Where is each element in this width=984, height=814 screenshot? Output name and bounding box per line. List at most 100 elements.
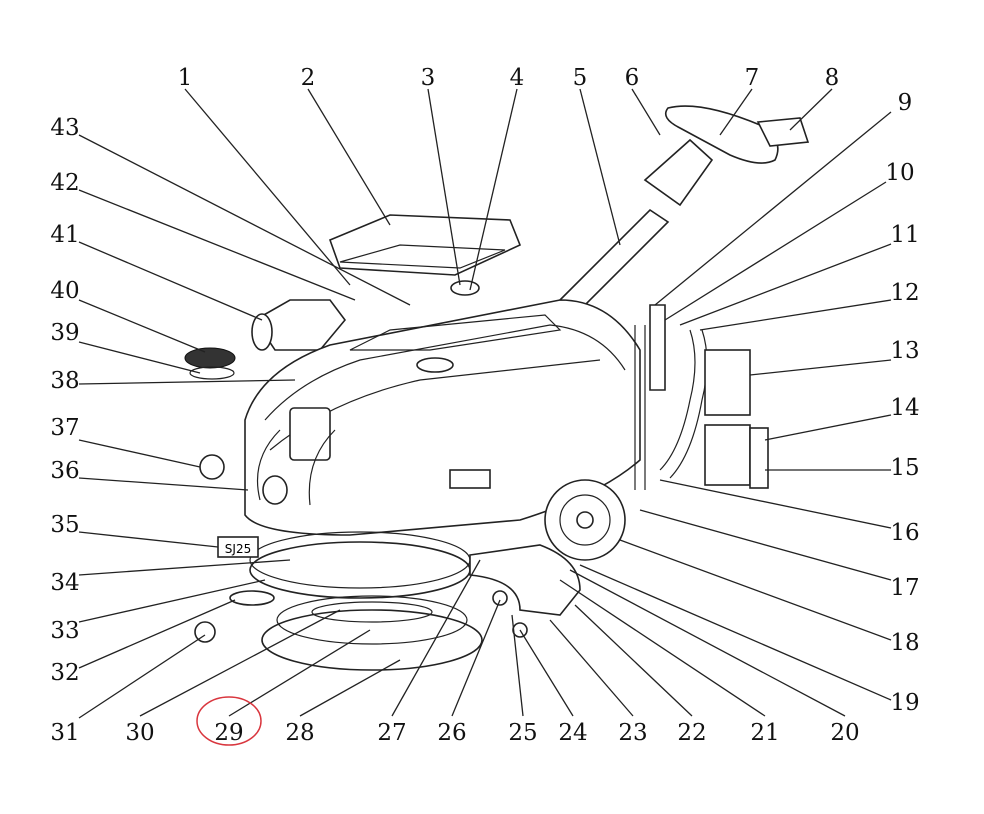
part-label-27: 27: [377, 720, 406, 746]
part-label-17: 17: [890, 575, 919, 601]
part-label-8: 8: [825, 65, 840, 91]
leader-line-2: [307, 88, 391, 226]
part-label-3: 3: [421, 65, 436, 91]
part-label-41: 41: [50, 222, 79, 248]
leader-line-7: [719, 88, 753, 136]
leader-line-37: [78, 439, 201, 468]
part-label-1: 1: [178, 65, 193, 91]
leader-line-9: [654, 111, 892, 306]
part-label-7: 7: [745, 65, 760, 91]
part-label-24: 24: [558, 720, 587, 746]
part-label-32: 32: [50, 660, 79, 686]
leader-line-11: [679, 243, 892, 326]
lid-gasket: [339, 244, 506, 269]
leader-line-42: [78, 189, 356, 301]
leader-line-6: [631, 88, 661, 136]
leader-line-31: [78, 634, 206, 719]
caster-wheel: [194, 621, 216, 643]
tank-lid: [328, 214, 522, 276]
leader-line-36: [78, 477, 249, 491]
leader-line-34: [78, 559, 291, 576]
part-label-36: 36: [50, 458, 79, 484]
part-label-34: 34: [50, 570, 79, 596]
leader-line-17: [639, 509, 892, 581]
handle-tube: [558, 208, 670, 314]
leader-line-41: [78, 241, 263, 321]
leader-line-27: [391, 559, 481, 717]
pad-driver: [261, 609, 483, 671]
part-label-21: 21: [750, 720, 779, 746]
part-label-30: 30: [125, 720, 154, 746]
leader-line-21: [559, 579, 766, 717]
part-label-10: 10: [885, 160, 914, 186]
leader-line-3: [427, 88, 461, 286]
filter-cap: [450, 280, 480, 296]
leader-line-39: [78, 341, 201, 374]
leader-line-18: [619, 539, 892, 641]
part-label-26: 26: [437, 720, 466, 746]
part-label-40: 40: [50, 278, 79, 304]
part-label-4: 4: [510, 65, 525, 91]
handle-top: [664, 105, 779, 164]
body-shell: [244, 299, 641, 536]
leader-line-32: [78, 599, 236, 669]
leader-line-12: [699, 299, 892, 331]
highlight-circle: [196, 696, 262, 746]
leader-line-13: [749, 359, 892, 376]
motor: [253, 299, 347, 351]
leader-lines: [78, 88, 892, 719]
leader-line-29: [228, 629, 371, 717]
part-label-5: 5: [573, 65, 588, 91]
part-label-23: 23: [618, 720, 647, 746]
part-label-33: 33: [50, 618, 79, 644]
leader-line-4: [469, 88, 518, 291]
leader-line-28: [299, 659, 401, 717]
part-label-28: 28: [285, 720, 314, 746]
part-label-11: 11: [890, 222, 919, 248]
part-label-19: 19: [890, 690, 919, 716]
part-label-38: 38: [50, 368, 79, 394]
part-label-31: 31: [50, 720, 79, 746]
brush-deck: [249, 541, 471, 599]
leader-line-24: [519, 629, 574, 717]
leader-line-40: [78, 299, 206, 353]
motor-end: [251, 313, 273, 351]
part-label-12: 12: [890, 280, 919, 306]
leader-line-22: [574, 604, 693, 717]
leader-line-25: [511, 614, 524, 717]
part-label-35: 35: [50, 512, 79, 538]
leader-line-23: [549, 619, 634, 717]
part-label-16: 16: [890, 520, 919, 546]
leader-line-10: [664, 181, 887, 321]
part-label-37: 37: [50, 415, 79, 441]
leader-line-8: [789, 88, 833, 131]
leader-line-5: [579, 88, 621, 246]
leader-line-16: [659, 479, 892, 529]
leader-line-38: [78, 379, 296, 385]
leader-line-30: [139, 609, 341, 717]
part-label-13: 13: [890, 338, 919, 364]
leader-line-26: [451, 599, 501, 717]
handle-grip: [643, 138, 714, 207]
leader-line-20: [569, 569, 846, 717]
knob: [184, 347, 236, 369]
leader-line-35: [78, 531, 219, 548]
part-label-25: 25: [508, 720, 537, 746]
leader-line-33: [78, 579, 266, 623]
part-label-2: 2: [301, 65, 316, 91]
leader-line-1: [184, 88, 351, 286]
leader-line-14: [764, 414, 892, 441]
part-label-22: 22: [677, 720, 706, 746]
model-plate-text: SJ25: [225, 542, 251, 556]
part-label-15: 15: [890, 455, 919, 481]
part-label-9: 9: [898, 90, 913, 116]
leader-line-19: [579, 564, 892, 701]
part-label-14: 14: [890, 395, 919, 421]
leader-line-43: [78, 134, 411, 306]
part-label-42: 42: [50, 170, 79, 196]
part-label-6: 6: [625, 65, 640, 91]
round-cap: [199, 454, 225, 480]
